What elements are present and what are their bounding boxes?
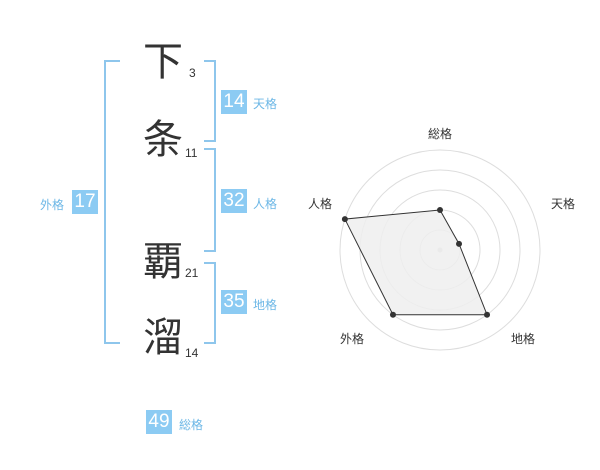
stroke-count-4: 14 — [185, 346, 199, 360]
radar-axis-label-2: 天格 — [551, 196, 575, 211]
radar-axis-label-4: 外格 — [340, 331, 364, 346]
stroke-count-1: 3 — [189, 66, 196, 80]
soukaku-label: 総格 — [179, 418, 204, 432]
radar-data-area — [344, 209, 488, 316]
soukaku-value-badge: 49 — [146, 410, 172, 434]
radar-point-3 — [484, 311, 491, 318]
radar-point-5 — [341, 216, 348, 223]
name-char-4: 溜 — [143, 315, 183, 361]
radar-ring — [339, 149, 541, 351]
gaikaku-bracket — [104, 60, 120, 344]
name-char-2: 条 — [143, 117, 183, 163]
chikaku-label: 地格 — [253, 298, 278, 312]
tenkaku-bracket — [204, 60, 216, 142]
radar-axis-label-1: 総格 — [428, 126, 452, 141]
radar-point-1 — [437, 207, 443, 213]
jinkaku-label: 人格 — [253, 197, 278, 211]
gaikaku-label: 外格 — [40, 198, 65, 212]
chikaku-value-badge: 35 — [221, 290, 247, 314]
tenkaku-label: 天格 — [253, 97, 278, 111]
name-char-1: 下 — [143, 39, 183, 85]
jinkaku-bracket — [204, 148, 216, 252]
radar-point-4 — [389, 311, 396, 318]
tenkaku-value-badge: 14 — [221, 90, 247, 114]
stroke-count-3: 21 — [185, 266, 199, 280]
radar-axis-label-5: 人格 — [308, 196, 332, 211]
gaikaku-value-badge: 17 — [72, 190, 98, 214]
radar-point-2 — [456, 240, 463, 247]
radar-axis-label-3: 地格 — [511, 331, 535, 346]
radar-points — [341, 207, 491, 318]
stroke-count-2: 11 — [185, 146, 198, 160]
name-char-3: 覇 — [143, 239, 183, 285]
jinkaku-value-badge: 32 — [221, 189, 247, 213]
chikaku-bracket — [204, 262, 216, 344]
